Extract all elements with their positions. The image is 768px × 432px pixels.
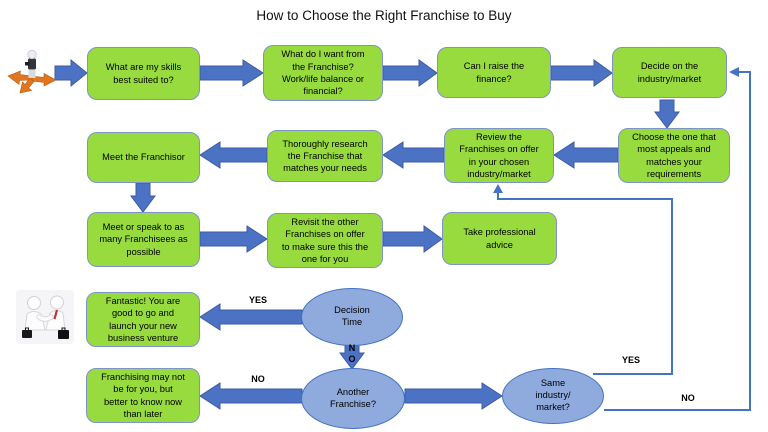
another-franchise-ellipse: Another Franchise? (301, 368, 405, 429)
arrow-goals-to-finance (382, 59, 438, 87)
crossroads-icon (7, 49, 57, 94)
node-professional-advice: Take professional advice (442, 212, 557, 265)
node-choose-best: Choose the one that most appeals and mat… (618, 128, 730, 183)
node-skills: What are my skills best suited to? (87, 47, 200, 100)
flow-arrows (54, 58, 680, 410)
arrow-industry-to-choose (654, 99, 680, 129)
arrow-choose-to-review (553, 141, 619, 169)
node-franchise-goals: What do I want from the Franchise? Work/… (263, 45, 383, 101)
arrow-research-to-franchisor (199, 141, 268, 169)
arrow-finance-to-industry (550, 59, 613, 87)
label-same-no: NO (681, 393, 695, 403)
node-decide-industry: Decide on the industry/market (612, 47, 727, 98)
arrow-icon-to-skills (54, 58, 88, 88)
node-raise-finance: Can I raise the finance? (437, 47, 551, 98)
node-review-offers: Review the Franchises on offer in your c… (444, 128, 554, 183)
label-decision-no-vertical: NO (348, 343, 356, 364)
node-not-for-you: Franchising may not be for you, but bett… (86, 368, 200, 423)
arrow-another-to-same (404, 382, 503, 410)
arrow-review-to-research (382, 141, 445, 169)
arrow-decision-no-down (339, 344, 365, 370)
node-revisit-offers: Revisit the other Franchises on offer to… (267, 213, 383, 268)
decision-time-ellipse: Decision Time (301, 288, 403, 346)
arrow-franchisor-to-franchisees (130, 182, 156, 213)
line-same-no-to-industry (604, 71, 751, 411)
same-industry-ellipse: Same industry/ market? (502, 368, 604, 424)
node-success: Fantastic! You are good to go and launch… (86, 292, 200, 347)
label-another-no: NO (251, 374, 265, 384)
line-same-yes-to-review (497, 191, 673, 375)
label-same-yes: YES (621, 355, 640, 365)
feedback-arrowheads (493, 67, 739, 193)
handshake-icon (16, 290, 74, 344)
node-meet-franchisees: Meet or speak to as many Franchisees as … (87, 212, 200, 267)
arrow-skills-to-goals (199, 59, 264, 87)
node-research-franchise: Thoroughly research the Franchise that m… (267, 130, 383, 182)
arrowhead-into-review (493, 184, 503, 193)
label-decision-yes: YES (248, 295, 267, 305)
feedback-lines (497, 71, 751, 411)
arrow-franchisees-to-revisit (199, 225, 268, 253)
arrow-revisit-to-advice (382, 225, 443, 253)
arrow-another-no-to-notforyou (199, 382, 303, 410)
flowchart-title: How to Choose the Right Franchise to Buy (256, 8, 512, 23)
arrowhead-into-industry (729, 67, 739, 77)
node-meet-franchisor: Meet the Franchisor (87, 132, 200, 183)
arrow-decision-yes-to-success (199, 303, 303, 331)
